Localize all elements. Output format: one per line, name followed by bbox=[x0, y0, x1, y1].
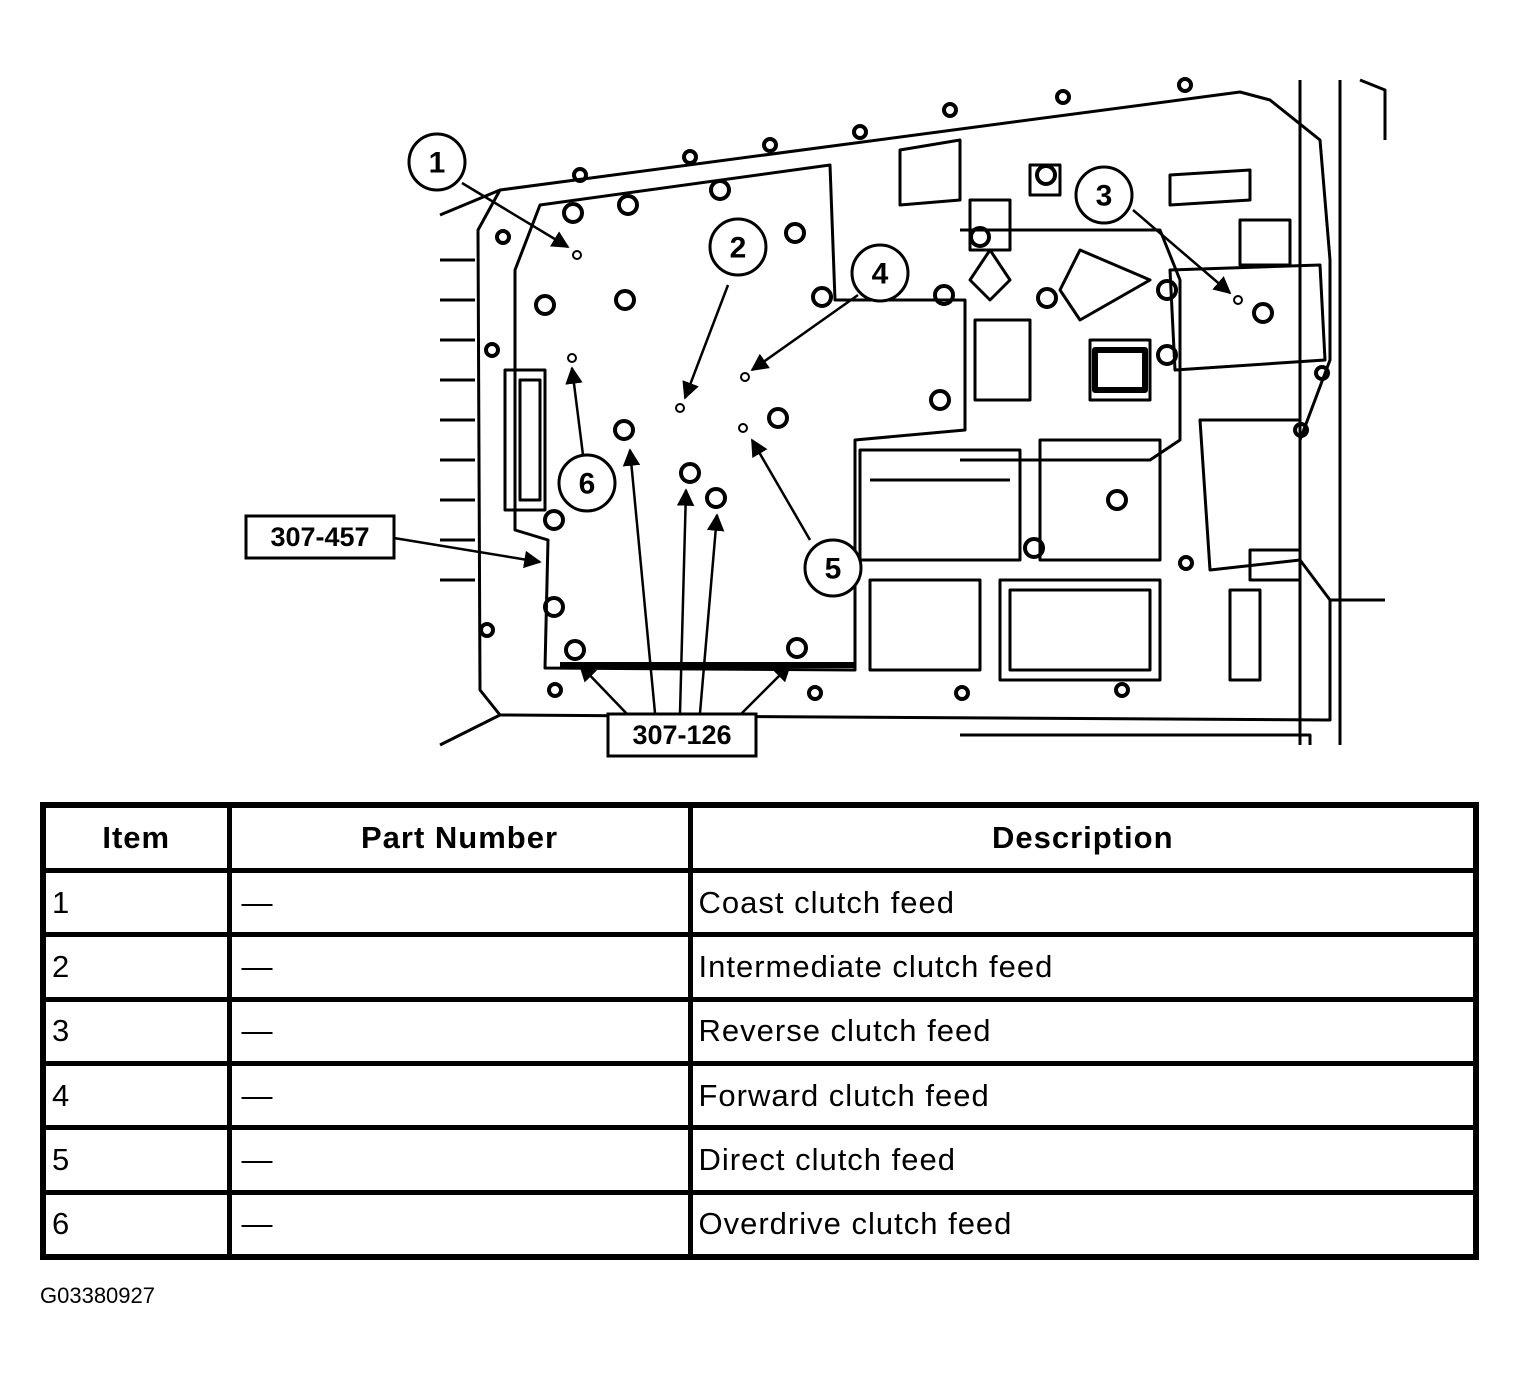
cell-part-number: — bbox=[226, 1125, 693, 1195]
table-row: 5 — Direct clutch feed bbox=[40, 1125, 1479, 1195]
cell-item: 6 bbox=[40, 1189, 232, 1260]
cell-description: Overdrive clutch feed bbox=[687, 1189, 1479, 1260]
cell-item: 4 bbox=[40, 1060, 232, 1131]
cell-item: 5 bbox=[40, 1125, 232, 1195]
header-part-number: Part Number bbox=[226, 802, 693, 873]
tool-label-307-126: 307-126 bbox=[632, 720, 731, 750]
cell-item: 1 bbox=[40, 867, 232, 938]
case-outline bbox=[476, 90, 1332, 722]
tool-label-box-307-126 bbox=[606, 712, 758, 758]
cell-part-number: — bbox=[226, 996, 693, 1066]
transmission-case-diagram: 1 2 3 4 5 6 307-457 307-126 bbox=[244, 77, 1387, 758]
cell-description: Forward clutch feed bbox=[687, 1060, 1479, 1131]
cell-description: Reverse clutch feed bbox=[687, 996, 1479, 1066]
callout-1: 1 bbox=[429, 147, 446, 180]
callout-3: 3 bbox=[1096, 180, 1113, 213]
callout-5: 5 bbox=[825, 553, 842, 586]
cell-description: Direct clutch feed bbox=[687, 1125, 1479, 1195]
callout-6-circle bbox=[557, 453, 617, 513]
cell-item: 3 bbox=[40, 996, 232, 1066]
figure-id: G03380927 bbox=[40, 1283, 155, 1308]
legend-table: Item Part Number Description 1 — Coast c… bbox=[40, 802, 1479, 1260]
cell-part-number: — bbox=[226, 932, 693, 1002]
tool-label-307-457: 307-457 bbox=[270, 522, 369, 552]
header-description: Description bbox=[687, 802, 1479, 873]
cell-description: Coast clutch feed bbox=[687, 867, 1479, 938]
cell-item: 2 bbox=[40, 932, 232, 1002]
cell-description: Intermediate clutch feed bbox=[687, 932, 1479, 1002]
callout-4-circle bbox=[850, 243, 910, 303]
tool-label-box-307-457 bbox=[244, 514, 396, 560]
header-item: Item bbox=[40, 802, 232, 873]
cell-part-number: — bbox=[226, 1189, 693, 1260]
callout-2: 2 bbox=[730, 232, 747, 265]
callout-3-circle bbox=[1074, 165, 1134, 225]
table-header-row: Item Part Number Description bbox=[40, 802, 1479, 873]
table-row: 1 — Coast clutch feed bbox=[40, 867, 1479, 938]
callout-2-circle bbox=[708, 217, 768, 277]
cell-part-number: — bbox=[226, 1060, 693, 1131]
table-row: 2 — Intermediate clutch feed bbox=[40, 932, 1479, 1002]
callout-5-circle bbox=[803, 538, 863, 598]
cell-part-number: — bbox=[226, 867, 693, 938]
callout-1-circle bbox=[407, 132, 467, 192]
callout-4: 4 bbox=[872, 258, 889, 291]
table-row: 6 — Overdrive clutch feed bbox=[40, 1189, 1479, 1260]
table-row: 4 — Forward clutch feed bbox=[40, 1060, 1479, 1131]
callout-6: 6 bbox=[579, 468, 596, 501]
table-row: 3 — Reverse clutch feed bbox=[40, 996, 1479, 1066]
